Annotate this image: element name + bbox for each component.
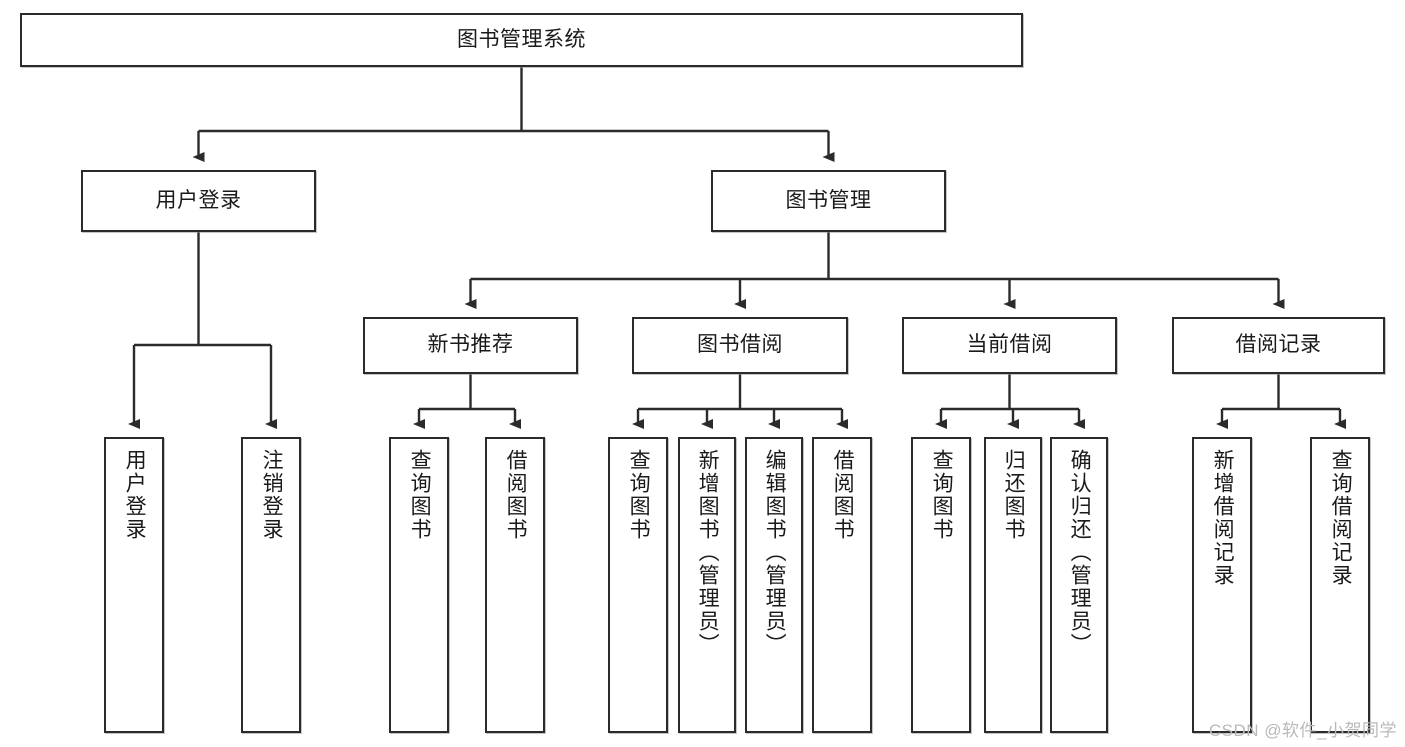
node-l3a[interactable]: 新书推荐 — [363, 317, 578, 374]
node-label: 用户登录 — [155, 188, 242, 212]
node-f6[interactable]: 新增图书（管理员） — [678, 437, 736, 733]
node-f11[interactable]: 确认归还（管理员） — [1050, 437, 1108, 733]
node-f2[interactable]: 注销登录 — [241, 437, 301, 733]
node-l2b[interactable]: 图书管理 — [711, 170, 946, 232]
node-label: 归还图书 — [1002, 449, 1026, 541]
node-label: 查询图书 — [627, 449, 651, 541]
node-label: 查询借阅记录 — [1329, 449, 1353, 587]
node-label: 新增借阅记录 — [1211, 449, 1235, 587]
node-l3b[interactable]: 图书借阅 — [632, 317, 848, 374]
node-root[interactable]: 图书管理系统 — [20, 13, 1023, 67]
node-label: 新书推荐 — [427, 333, 514, 357]
node-l3d[interactable]: 借阅记录 — [1172, 317, 1385, 374]
node-label: 借阅图书 — [504, 449, 528, 541]
node-label: 注销登录 — [260, 449, 284, 541]
node-f5[interactable]: 查询图书 — [608, 437, 668, 733]
node-f4[interactable]: 借阅图书 — [485, 437, 545, 733]
node-label: 借阅图书 — [831, 449, 855, 541]
node-f12[interactable]: 新增借阅记录 — [1192, 437, 1252, 733]
node-f7[interactable]: 编辑图书（管理员） — [745, 437, 803, 733]
node-f13[interactable]: 查询借阅记录 — [1310, 437, 1370, 733]
node-f1[interactable]: 用户登录 — [104, 437, 164, 733]
node-label: 查询图书 — [930, 449, 954, 541]
node-label: 新增图书（管理员） — [696, 449, 720, 656]
node-f9[interactable]: 查询图书 — [911, 437, 971, 733]
node-label: 图书管理 — [785, 188, 872, 212]
node-label: 借阅记录 — [1235, 333, 1322, 357]
node-label: 图书管理系统 — [457, 27, 586, 51]
node-label: 编辑图书（管理员） — [763, 449, 787, 656]
node-label: 确认归还（管理员） — [1068, 449, 1092, 656]
node-label: 用户登录 — [123, 449, 147, 541]
watermark-text: CSDN @软件_小贺同学 — [1208, 721, 1397, 740]
node-label: 当前借阅 — [966, 333, 1053, 357]
node-label: 查询图书 — [408, 449, 432, 541]
node-l3c[interactable]: 当前借阅 — [902, 317, 1117, 374]
node-f3[interactable]: 查询图书 — [389, 437, 449, 733]
node-label: 图书借阅 — [697, 333, 783, 357]
node-f8[interactable]: 借阅图书 — [812, 437, 872, 733]
node-f10[interactable]: 归还图书 — [984, 437, 1042, 733]
node-l2a[interactable]: 用户登录 — [81, 170, 316, 232]
